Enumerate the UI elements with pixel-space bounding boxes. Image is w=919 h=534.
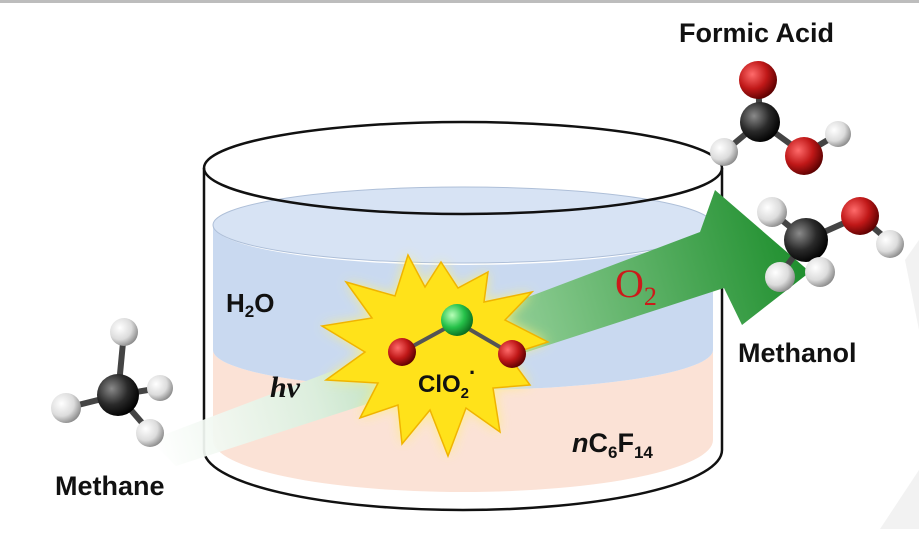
water-label: H2O bbox=[226, 288, 274, 321]
methanol-label: Methanol bbox=[738, 338, 857, 368]
radical-label: ClO2· bbox=[418, 360, 476, 402]
solvent-label: nC6F14 bbox=[572, 428, 653, 462]
top-border bbox=[0, 0, 919, 3]
decor-shape bbox=[880, 470, 919, 529]
methanol-ball-and-stick-icon bbox=[757, 197, 904, 292]
light-burst bbox=[319, 253, 550, 459]
methane-label: Methane bbox=[55, 471, 165, 501]
decor-shape bbox=[905, 240, 919, 330]
formic-acid-label: Formic Acid bbox=[679, 18, 834, 48]
photon-label: hν bbox=[270, 371, 301, 404]
chlorine-dioxide-molecule-icon bbox=[388, 304, 526, 368]
formic-acid-ball-and-stick-icon bbox=[710, 61, 851, 175]
beaker-bottom bbox=[202, 449, 724, 512]
oxygen-label: O2 bbox=[615, 261, 657, 311]
methane-ball-and-stick-icon bbox=[51, 318, 173, 447]
beaker-rim bbox=[202, 120, 724, 216]
water-surface bbox=[212, 186, 714, 264]
